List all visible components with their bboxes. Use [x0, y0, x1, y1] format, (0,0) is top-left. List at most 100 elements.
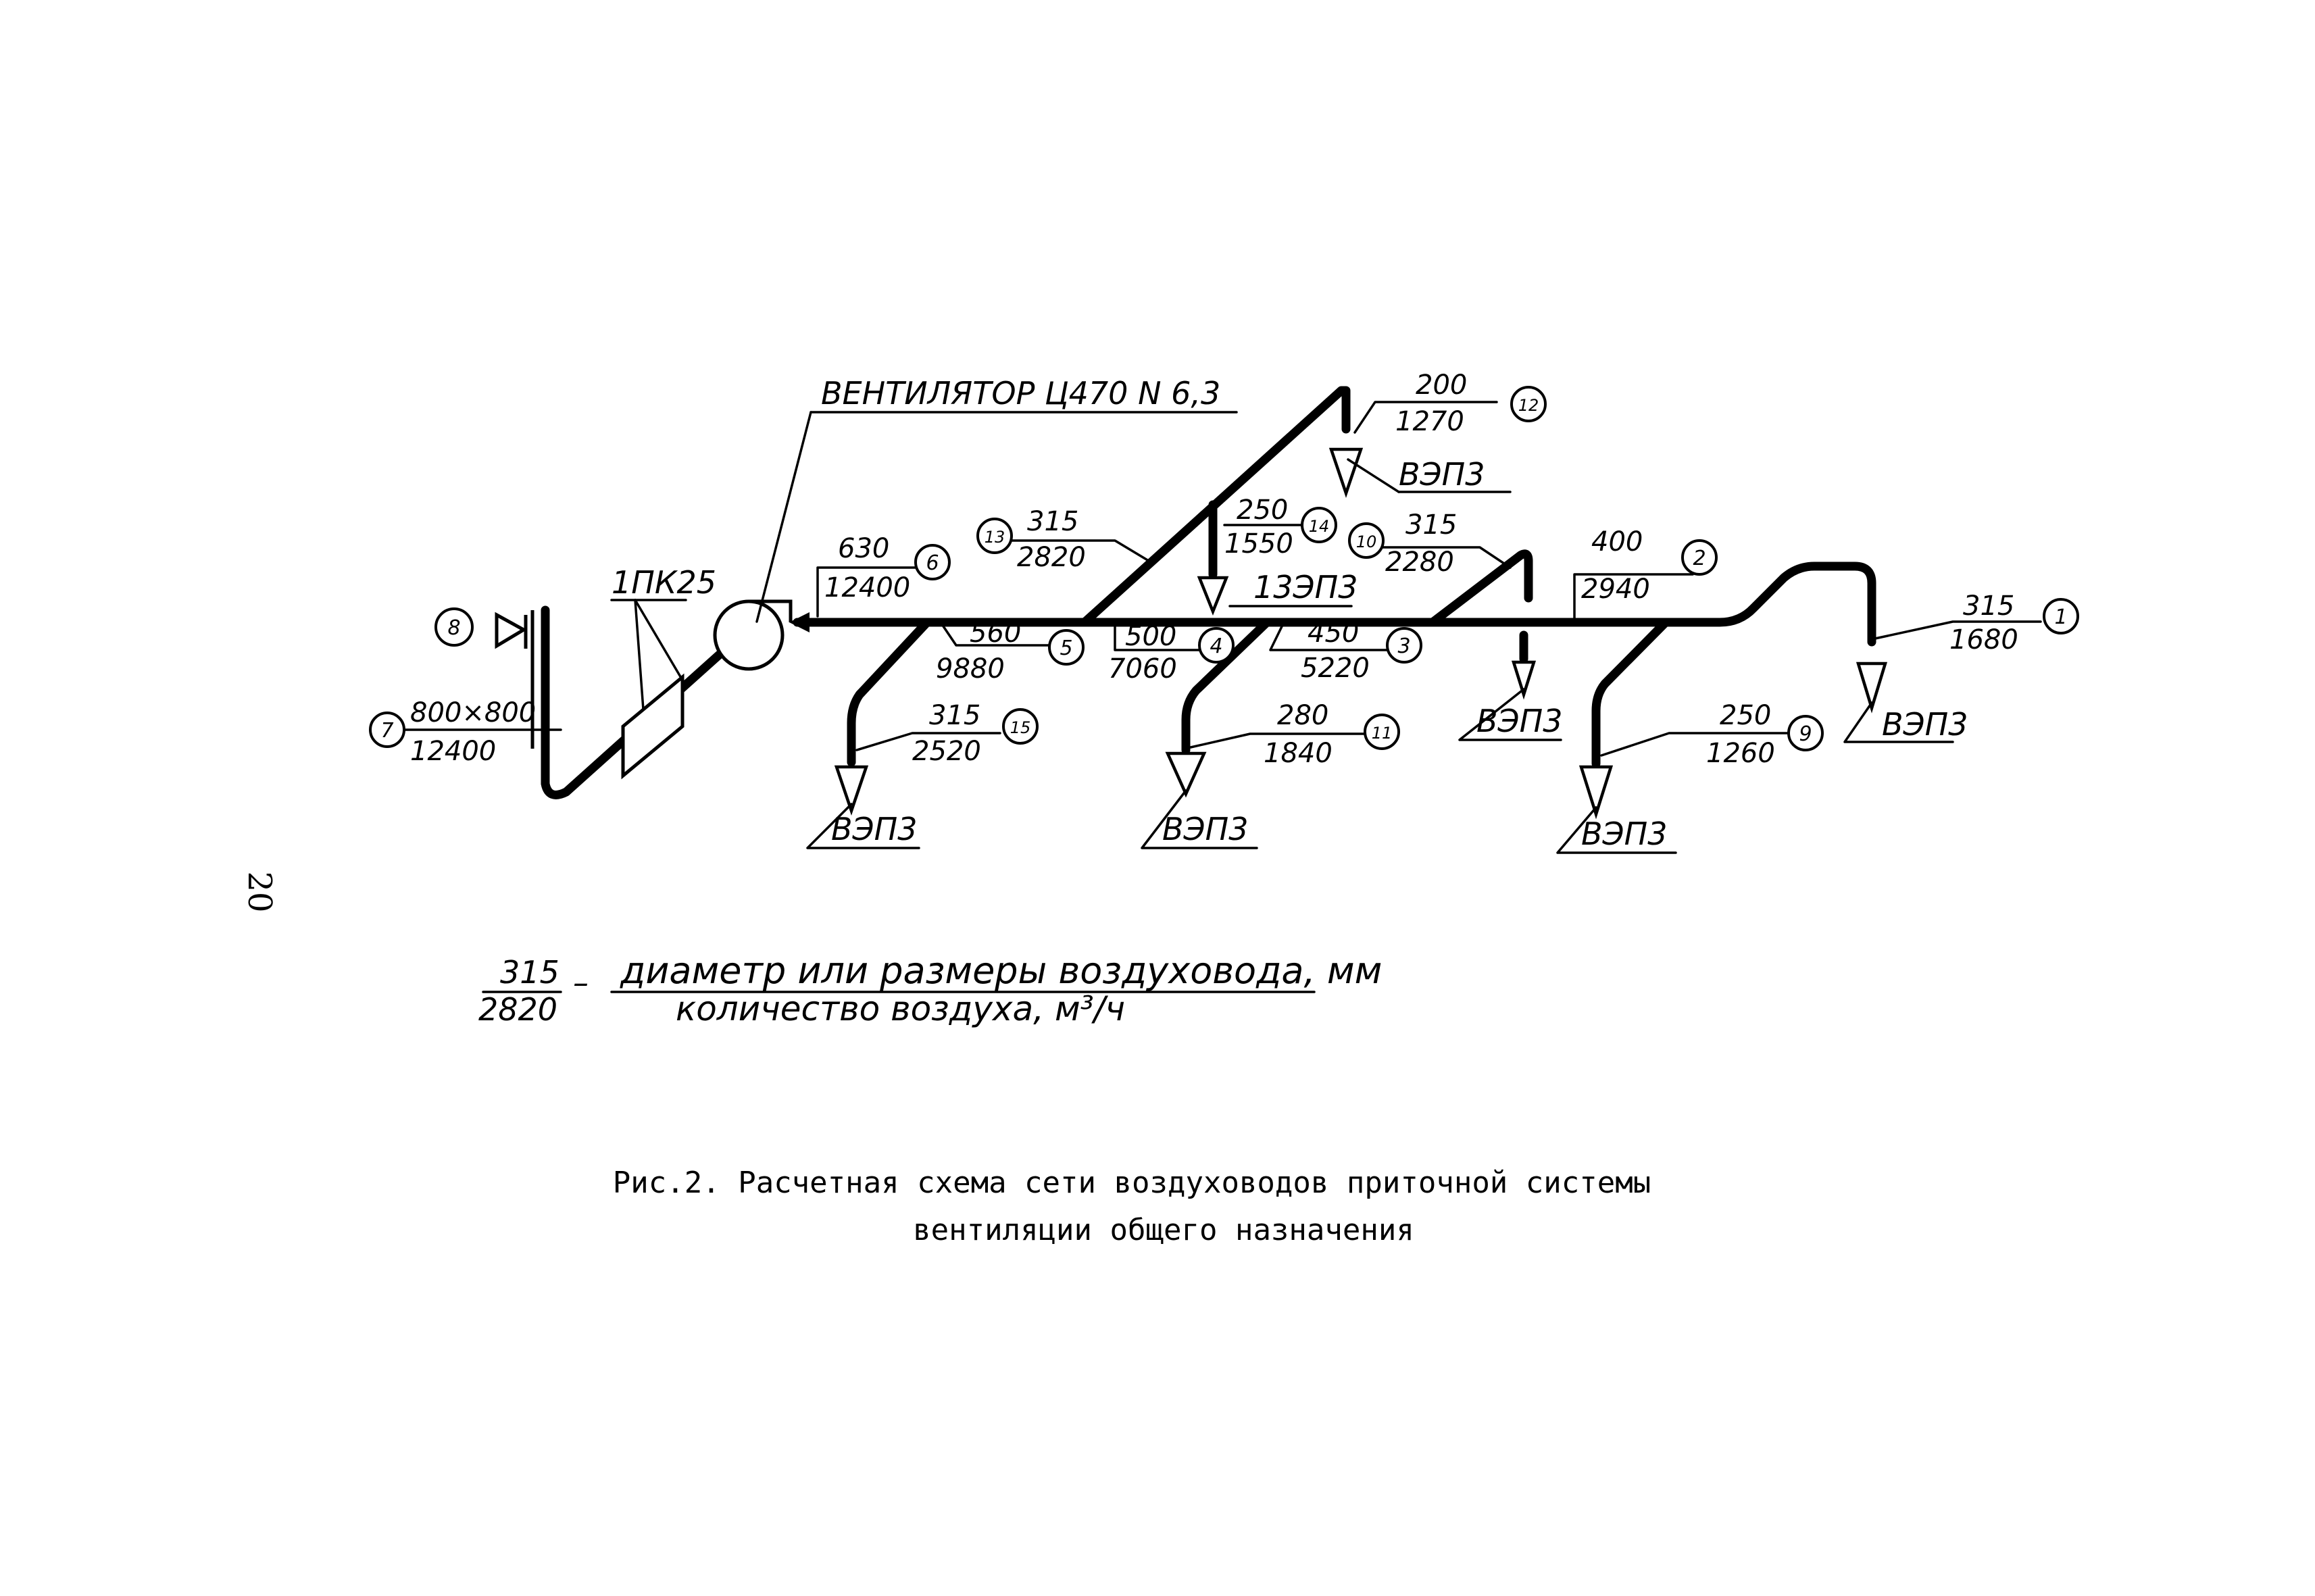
outlet-11-icon — [1165, 751, 1207, 798]
svg-text:11: 11 — [1372, 724, 1393, 743]
node-15-diameter: 315 — [929, 700, 980, 731]
figure-caption: Рис.2. Расчетная схема сети воздуховодов… — [613, 1166, 1651, 1247]
leader-lines — [401, 401, 2042, 854]
svg-text:7: 7 — [380, 719, 393, 743]
duct-network — [541, 386, 1876, 799]
node-10-flow: 2280 — [1385, 547, 1454, 578]
node-14-diameter: 250 — [1237, 495, 1288, 526]
inlet-duct — [541, 605, 735, 799]
node-1-flow: 1680 — [1949, 624, 2018, 655]
outlet-14-label: 13ЭП3 — [1253, 569, 1358, 605]
node-6-marker: 6 — [914, 544, 951, 580]
outlet-diffusers — [834, 447, 1888, 820]
node-5-flow: 9880 — [936, 653, 1005, 684]
legend-top-value: 315 — [500, 954, 559, 991]
node-5-marker: 5 — [1048, 629, 1085, 666]
node-11-marker: 11 — [1364, 714, 1400, 750]
node-15-marker: 15 — [1002, 708, 1039, 745]
node-4-marker: 4 — [1198, 627, 1235, 664]
node-7-size: 800×800 — [410, 697, 536, 728]
node-14-marker: 14 — [1301, 507, 1337, 543]
segment-labels: 315 1680 400 2940 450 5220 500 7060 560 … — [410, 370, 2018, 769]
outlet-10-icon — [1511, 660, 1537, 700]
fan-symbol — [713, 599, 810, 671]
node-11-diameter: 280 — [1277, 700, 1328, 731]
node-13-marker: 13 — [976, 518, 1013, 554]
equipment-labels: ВЕНТИЛЯТОР Ц470 N 6,3 1ПК25 ВЭП3 ВЭП3 ВЭ… — [612, 375, 1968, 852]
outlet-10-label: ВЭП3 — [1476, 703, 1563, 739]
svg-text:9: 9 — [1799, 722, 1812, 746]
outlet-11-label: ВЭП3 — [1162, 811, 1249, 847]
node-9-marker: 9 — [1787, 715, 1824, 751]
node-9-flow: 1260 — [1706, 738, 1775, 769]
svg-text:15: 15 — [1010, 718, 1031, 737]
node-7-flow: 12400 — [410, 736, 496, 767]
branch-15-duct — [847, 618, 932, 767]
node-9-diameter: 250 — [1720, 700, 1771, 731]
outlet-12-label: ВЭП3 — [1399, 456, 1485, 493]
node-3-diameter: 450 — [1308, 618, 1359, 649]
node-4-flow: 7060 — [1108, 653, 1177, 684]
svg-text:12: 12 — [1518, 396, 1539, 415]
page-number: 20 — [241, 871, 278, 912]
node-2-marker: 2 — [1681, 539, 1718, 576]
filter-symbol — [621, 673, 684, 780]
legend-bottom-value: 2820 — [478, 991, 557, 1028]
outlet-9-icon — [1578, 765, 1614, 820]
outlet-1-icon — [1856, 662, 1888, 714]
node-6-diameter: 630 — [838, 533, 889, 564]
node-1-marker: 1 — [2043, 598, 2079, 634]
node-3-flow: 5220 — [1301, 653, 1370, 684]
node-13-diameter: 315 — [1027, 506, 1078, 537]
svg-text:8: 8 — [447, 616, 460, 640]
branch-9-duct — [1591, 618, 1670, 768]
node-2-diameter: 400 — [1591, 526, 1643, 557]
svg-text:1: 1 — [2054, 605, 2067, 629]
node-10-diameter: 315 — [1405, 509, 1457, 541]
node-15-flow: 2520 — [912, 736, 981, 767]
node-7-marker: 7 — [369, 712, 405, 748]
svg-text:2: 2 — [1693, 547, 1706, 570]
node-8-marker: 8 — [434, 607, 474, 647]
node-6-flow: 12400 — [824, 572, 910, 603]
outlet-15-label: ВЭП3 — [831, 811, 918, 847]
legend-bottom-text: количество воздуха, м³/ч — [676, 989, 1125, 1028]
node-4-diameter: 500 — [1125, 621, 1176, 652]
outlet-1-label: ВЭП3 — [1882, 706, 1968, 743]
fan-label: ВЕНТИЛЯТОР Ц470 N 6,3 — [821, 375, 1220, 412]
filter-label: 1ПК25 — [612, 564, 716, 601]
outlet-15-icon — [834, 765, 869, 816]
legend-top-text: диаметр или размеры воздуховода, мм — [620, 949, 1382, 992]
node-14-flow: 1550 — [1224, 528, 1293, 559]
legend: 315 2820 – диаметр или размеры воздухово… — [478, 949, 1382, 1028]
branch-10-duct — [1428, 549, 1533, 627]
svg-text:14: 14 — [1309, 517, 1330, 536]
node-12-flow: 1270 — [1395, 406, 1464, 437]
node-3-marker: 3 — [1386, 627, 1422, 664]
node-11-flow: 1840 — [1264, 738, 1333, 769]
svg-text:6: 6 — [926, 551, 939, 575]
node-2-flow: 2940 — [1581, 574, 1650, 605]
caption-line-2: вентиляции общего назначения — [913, 1213, 1414, 1247]
legend-dash: – — [573, 964, 589, 1001]
node-markers: 1 2 3 4 5 6 7 8 9 10 11 12 13 14 15 — [369, 386, 2079, 751]
outlet-12-icon — [1328, 447, 1364, 499]
outlet-9-label: ВЭП3 — [1581, 816, 1668, 852]
node-1-diameter: 315 — [1963, 591, 2014, 622]
node-12-diameter: 200 — [1416, 370, 1467, 401]
svg-text:3: 3 — [1397, 634, 1410, 658]
svg-text:4: 4 — [1210, 634, 1222, 658]
node-12-marker: 12 — [1510, 386, 1547, 422]
svg-text:13: 13 — [985, 528, 1005, 547]
node-5-diameter: 560 — [970, 618, 1021, 649]
svg-text:5: 5 — [1060, 637, 1072, 660]
node-13-flow: 2820 — [1017, 542, 1086, 573]
branch-11-duct — [1181, 618, 1272, 755]
node-10-marker: 10 — [1348, 522, 1385, 559]
outlet-14-icon — [1197, 576, 1229, 616]
caption-line-1: Рис.2. Расчетная схема сети воздуховодов… — [613, 1166, 1651, 1200]
main-trunk — [793, 562, 1876, 647]
svg-text:10: 10 — [1356, 532, 1377, 551]
wall-inlet-symbol — [495, 610, 534, 749]
